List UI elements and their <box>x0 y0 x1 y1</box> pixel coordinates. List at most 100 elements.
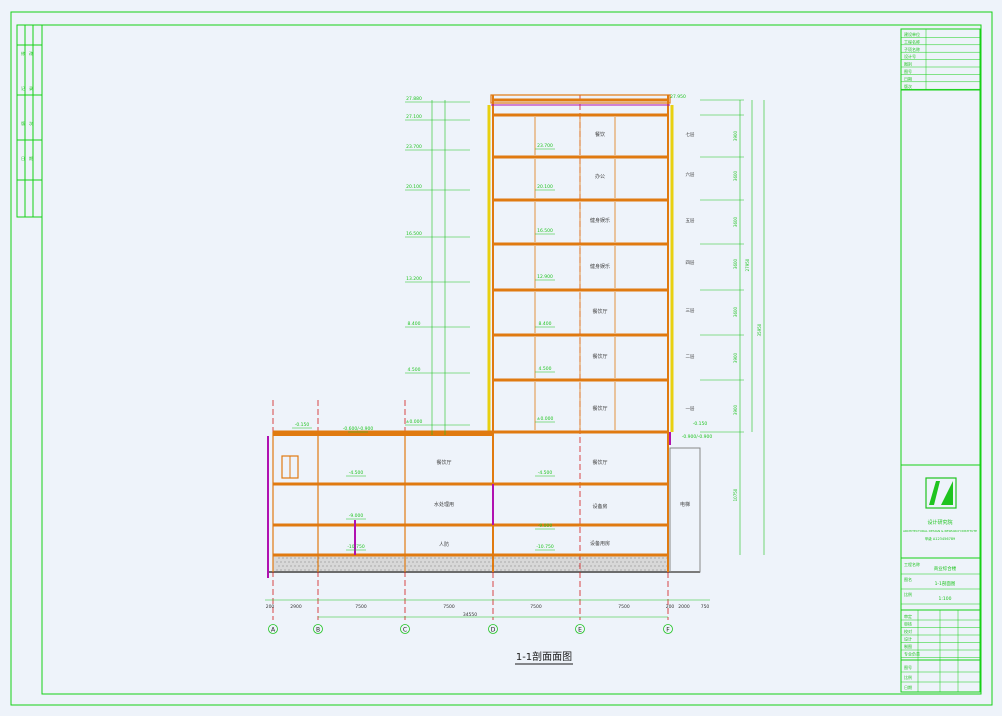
foundation-hatch <box>342 565 344 567</box>
foundation-hatch <box>332 569 334 571</box>
foundation-hatch <box>390 557 392 559</box>
foundation-hatch <box>610 557 612 559</box>
foundation-hatch <box>568 561 570 563</box>
foundation-hatch <box>436 561 438 563</box>
tb-mid-value: 商业综合楼 <box>934 565 957 572</box>
foundation-hatch <box>416 569 418 571</box>
foundation-hatch <box>578 557 580 559</box>
foundation-hatch <box>618 565 620 567</box>
foundation-hatch <box>450 557 452 559</box>
tb-bottom-label: 日期 <box>904 684 912 690</box>
foundation-hatch <box>444 569 446 571</box>
foundation-hatch <box>388 561 390 563</box>
foundation-hatch <box>448 569 450 571</box>
floor-level-tag: 12.900 <box>537 274 553 280</box>
foundation-hatch <box>658 565 660 567</box>
foundation-hatch <box>348 569 350 571</box>
foundation-hatch <box>514 557 516 559</box>
foundation-hatch <box>636 561 638 563</box>
foundation-hatch <box>550 557 552 559</box>
foundation-hatch <box>420 561 422 563</box>
foundation-hatch <box>282 565 284 567</box>
foundation-hatch <box>416 561 418 563</box>
foundation-hatch <box>400 561 402 563</box>
foundation-hatch <box>466 565 468 567</box>
foundation-hatch <box>356 561 358 563</box>
room-label: 电梯 <box>680 501 690 508</box>
foundation-hatch <box>598 557 600 559</box>
foundation-hatch <box>336 569 338 571</box>
foundation-hatch <box>518 557 520 559</box>
foundation-hatch <box>556 561 558 563</box>
foundation-hatch <box>430 565 432 567</box>
foundation-hatch <box>464 569 466 571</box>
elevation-label: 13.200 <box>406 276 422 282</box>
foundation-hatch <box>386 565 388 567</box>
foundation-hatch <box>440 561 442 563</box>
foundation-hatch <box>594 557 596 559</box>
foundation-hatch <box>604 561 606 563</box>
foundation-hatch <box>638 565 640 567</box>
foundation-hatch <box>524 561 526 563</box>
floor-name: 一层 <box>686 406 695 412</box>
foundation-hatch <box>436 569 438 571</box>
axis-bubble <box>663 624 673 634</box>
room-label: 健身娱乐 <box>590 263 610 270</box>
foundation-hatch <box>306 557 308 559</box>
foundation-hatch <box>336 561 338 563</box>
foundation-hatch <box>474 565 476 567</box>
foundation-hatch <box>348 561 350 563</box>
foundation-hatch <box>370 565 372 567</box>
foundation-hatch <box>576 569 578 571</box>
foundation-hatch <box>628 569 630 571</box>
foundation-hatch <box>414 557 416 559</box>
tb-mid-label: 图名 <box>904 576 912 582</box>
foundation-hatch <box>390 565 392 567</box>
revision-label: 修 <box>21 50 25 56</box>
foundation-hatch <box>644 561 646 563</box>
floor-name: 四层 <box>686 260 695 266</box>
basement-slab <box>273 482 668 486</box>
foundation-hatch <box>364 561 366 563</box>
foundation-hatch <box>584 561 586 563</box>
bay-dim: 200 <box>266 604 275 610</box>
foundation-hatch <box>540 569 542 571</box>
tower-slab <box>493 198 668 202</box>
bay-dim: 7500 <box>355 604 367 610</box>
foundation-hatch <box>374 557 376 559</box>
foundation-hatch <box>484 569 486 571</box>
tb-sign-label: 专业负责 <box>904 651 920 657</box>
foundation-hatch <box>610 565 612 567</box>
foundation-hatch <box>516 569 518 571</box>
foundation-hatch <box>446 565 448 567</box>
foundation-hatch <box>314 557 316 559</box>
room-label: 餐饮厅 <box>592 353 607 360</box>
foundation-hatch <box>418 565 420 567</box>
foundation-hatch <box>392 561 394 563</box>
foundation-hatch <box>332 561 334 563</box>
overall-height-dim: 35950 <box>757 323 762 336</box>
foundation-hatch <box>608 561 610 563</box>
foundation-hatch <box>368 569 370 571</box>
foundation-hatch <box>508 561 510 563</box>
foundation-hatch <box>386 557 388 559</box>
foundation-hatch <box>478 557 480 559</box>
foundation-hatch <box>570 557 572 559</box>
foundation-hatch <box>554 557 556 559</box>
floor-name: 五层 <box>686 218 695 224</box>
foundation-hatch <box>562 565 564 567</box>
foundation-hatch <box>520 561 522 563</box>
foundation-hatch <box>580 561 582 563</box>
foundation-hatch <box>498 565 500 567</box>
foundation-hatch <box>568 569 570 571</box>
level-tag: -0.150 <box>693 421 708 427</box>
foundation-hatch <box>338 557 340 559</box>
foundation-hatch <box>592 569 594 571</box>
foundation-hatch <box>276 569 278 571</box>
tb-row-label: 图号 <box>904 68 912 74</box>
foundation-hatch <box>608 569 610 571</box>
foundation-hatch <box>304 569 306 571</box>
foundation-hatch <box>490 565 492 567</box>
foundation-hatch <box>398 557 400 559</box>
bay-dim: 750 <box>701 604 710 610</box>
